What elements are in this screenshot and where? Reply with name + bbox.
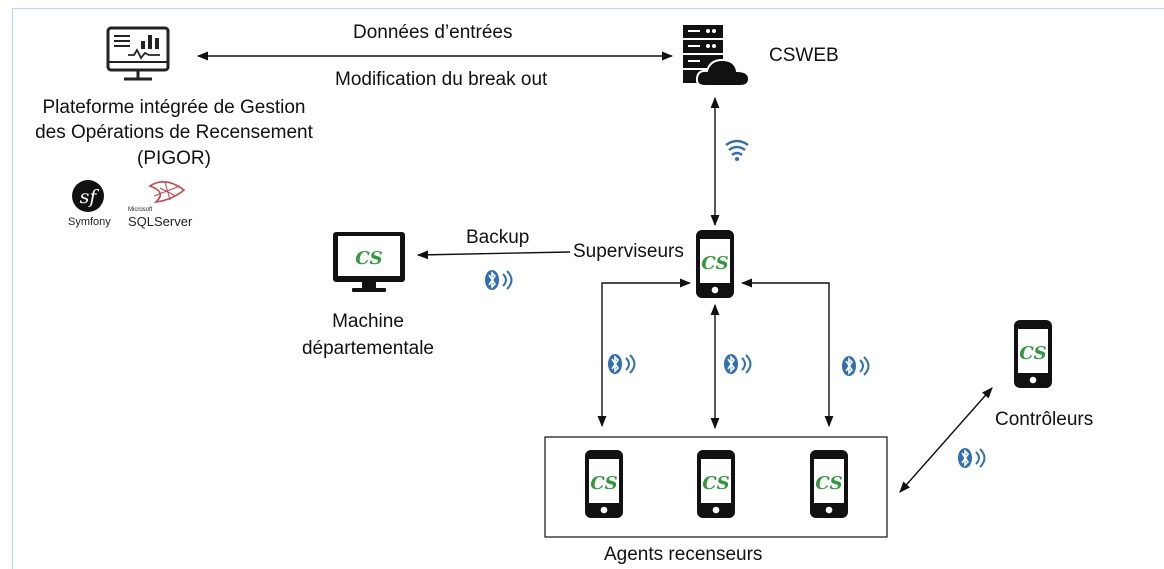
- node-label-superviseurs: Superviseurs: [573, 241, 684, 262]
- sqlserver-logo: [148, 181, 186, 204]
- sqlserver-logo-microsoft: Microsoft: [128, 207, 153, 213]
- svg-text:sf: sf: [80, 186, 100, 208]
- svg-text:CS: CS: [355, 248, 382, 269]
- smartphone-icon: [810, 450, 848, 518]
- node-label-controleurs: Contrôleurs: [995, 409, 1094, 430]
- bluetooth-icon: [484, 269, 513, 291]
- arrow-agents-controleurs: [899, 387, 993, 493]
- monitor-chart-icon: [106, 26, 170, 81]
- arrow-superviseurs-agent-left: [597, 278, 692, 428]
- smartphone-icon: [696, 230, 734, 298]
- node-label-pigor-line2: des Opérations de Recensement: [35, 122, 313, 143]
- edge-label-donnees-entrees: Données d’entrées: [353, 22, 513, 43]
- server-cloud-icon: [683, 25, 751, 87]
- desktop-monitor-icon: CS: [333, 232, 405, 292]
- agents-group-box: [544, 436, 888, 538]
- edge-label-modification-break-out: Modification du break out: [335, 69, 548, 90]
- smartphone-icon: [697, 450, 735, 518]
- smartphone-icon: [1014, 320, 1052, 388]
- arrow-backup: [416, 250, 571, 260]
- node-label-csweb: CSWEB: [769, 45, 839, 66]
- node-label-machine-line2: départementale: [301, 338, 435, 359]
- bluetooth-icon: [607, 353, 636, 375]
- node-label-pigor-line1: Plateforme intégrée de Gestion: [42, 97, 306, 118]
- bluetooth-icon: [723, 353, 752, 375]
- symfony-logo: sf: [72, 180, 104, 212]
- bluetooth-icon: [841, 355, 870, 377]
- symfony-logo-label: Symfony: [68, 216, 111, 228]
- node-label-agents-recenseurs: Agents recenseurs: [604, 544, 763, 565]
- smartphone-icon: [585, 450, 623, 518]
- frame-border-left: [12, 8, 13, 569]
- edge-label-backup: Backup: [466, 227, 530, 248]
- node-label-pigor-line3: (PIGOR): [137, 148, 211, 169]
- sqlserver-logo-label: SQLServer: [128, 214, 193, 229]
- frame-border-top: [12, 8, 1164, 9]
- node-label-machine-line1: Machine: [332, 311, 404, 332]
- arrow-superviseurs-agent-right: [740, 278, 834, 428]
- bluetooth-icon: [957, 447, 986, 469]
- wifi-icon: [725, 139, 749, 161]
